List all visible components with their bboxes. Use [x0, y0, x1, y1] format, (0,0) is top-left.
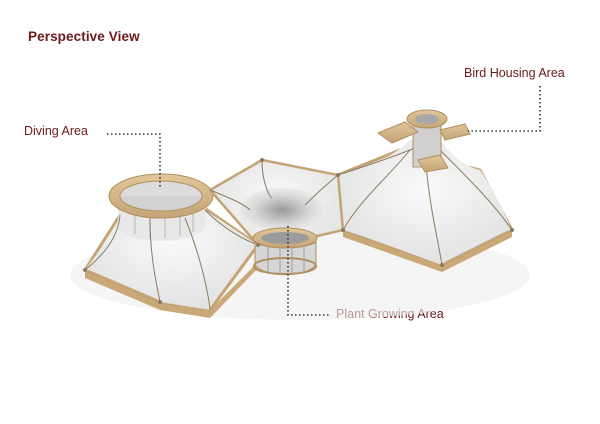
bird-housing-module	[336, 109, 515, 272]
frame-joints	[83, 158, 514, 304]
bird-platform-front	[417, 154, 449, 173]
bird-platform-left	[376, 121, 419, 144]
bird-platform-right	[439, 123, 471, 141]
diving-leader-line	[107, 133, 161, 188]
diagram-title: Perspective View	[28, 29, 140, 44]
leader-lines	[107, 86, 541, 316]
bird-leader-line	[468, 86, 541, 132]
bird-membrane	[338, 140, 512, 265]
plant-growing-module	[208, 158, 345, 276]
plant-funnel	[240, 188, 324, 232]
diving-area-label: Diving Area	[24, 124, 88, 138]
diving-base-rim	[85, 258, 262, 318]
bird-housing-area-label: Bird Housing Area	[464, 66, 565, 80]
plant-leader-line	[287, 226, 331, 316]
